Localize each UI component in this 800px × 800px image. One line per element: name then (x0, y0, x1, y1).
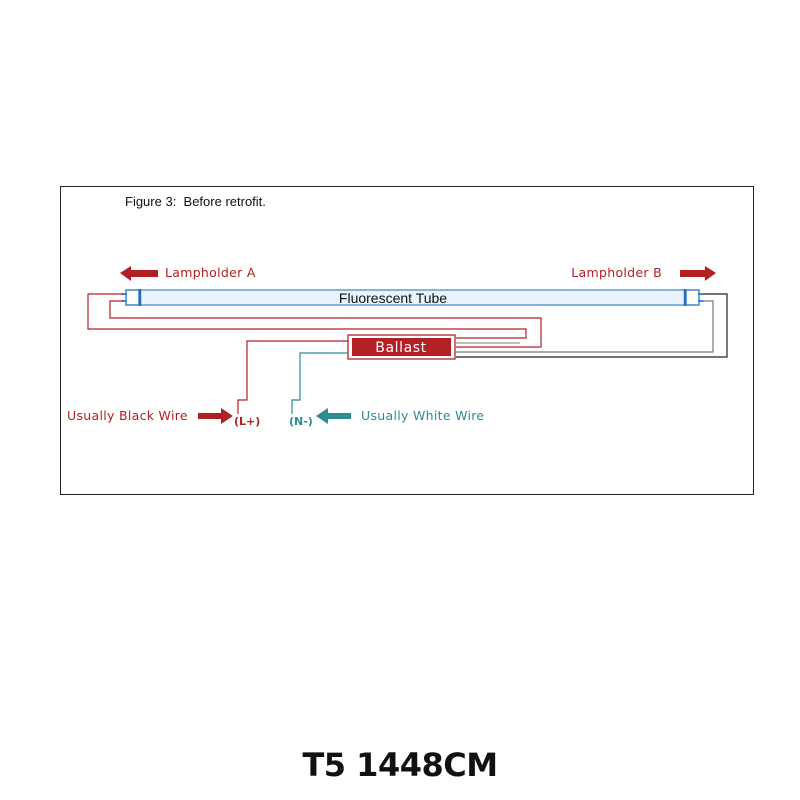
gray-wire-inner (456, 300, 714, 353)
lampholder-b-callout: Lampholder B (571, 265, 716, 281)
lampholder-a-label: Lampholder A (165, 265, 256, 280)
red-wires-lampholder-a (87, 293, 542, 348)
lampholder-b-cap (685, 289, 700, 306)
red-wire-outer (87, 293, 527, 339)
black-wire-callout: Usually Black Wire (67, 408, 233, 424)
wires-lampholder-b (456, 293, 728, 358)
left-arrow-icon (316, 408, 351, 424)
white-wire-label: Usually White Wire (361, 408, 484, 423)
black-wire-label: Usually Black Wire (67, 408, 188, 423)
neutral-supply-wire: (N-) (289, 352, 348, 428)
right-arrow-icon (680, 266, 716, 281)
ballast: Ballast (347, 334, 456, 360)
tube-label: Fluorescent Tube (339, 290, 447, 306)
lampholder-a-cap (125, 289, 140, 306)
lampholder-b-label: Lampholder B (571, 265, 662, 280)
neutral-wire (291, 352, 348, 414)
red-wire-inner (109, 300, 542, 348)
live-wire (237, 340, 348, 414)
black-wire-outer (456, 293, 728, 358)
left-arrow-icon (120, 266, 158, 281)
lampholder-a (122, 289, 142, 306)
neutral-terminal-label: (N-) (289, 415, 313, 428)
product-title: T5 1448CM (302, 746, 498, 784)
white-wire-callout: Usually White Wire (316, 408, 484, 424)
lampholder-b (683, 289, 703, 306)
fluorescent-tube: Fluorescent Tube (139, 289, 686, 306)
figure-caption: Figure 3: Before retrofit. (125, 194, 266, 209)
right-arrow-icon (198, 408, 233, 424)
live-supply-wire: (L+) (234, 340, 348, 428)
ballast-body (352, 338, 451, 356)
ballast-label: Ballast (375, 340, 427, 356)
lampholder-a-callout: Lampholder A (120, 265, 256, 281)
live-terminal-label: (L+) (234, 415, 260, 428)
